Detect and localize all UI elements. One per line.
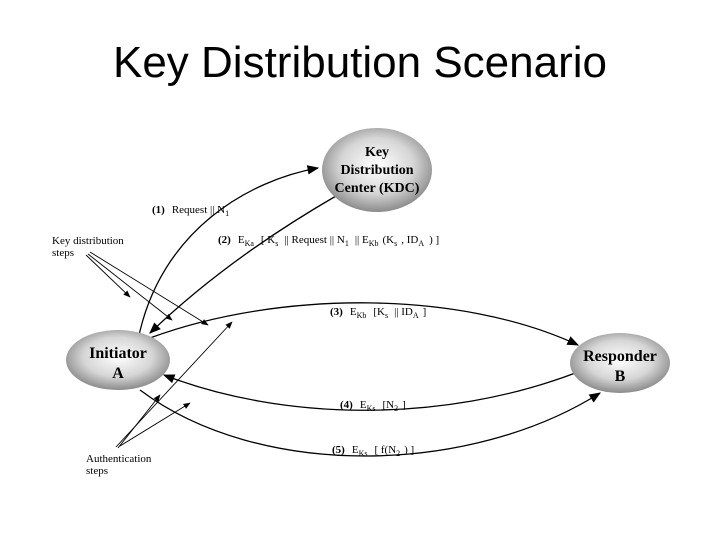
initiator-label-line2: A: [112, 365, 124, 382]
initiator-label-line1: Initiator: [89, 345, 147, 362]
arrow-auth-reply: [139, 389, 601, 457]
key-distribution-label-line1: Key distribution: [52, 235, 124, 247]
node-responder: Responder B: [570, 333, 670, 393]
pointer-line: [119, 402, 191, 447]
kdc-label-line2: Distribution: [340, 163, 413, 178]
kdc-label-line1: Key: [365, 145, 389, 160]
key-distribution-label-line2: steps: [52, 247, 74, 259]
pointer-line: [89, 251, 209, 326]
arrow-ticket: [149, 302, 580, 346]
kdc-label-line3: Center (KDC): [335, 181, 420, 196]
arrow-kdc-response: [149, 195, 337, 334]
message-4-label: (4) EKs [N2 ]: [340, 395, 406, 415]
message-5-label: (5) EKs [ f(N2 ) ]: [332, 440, 414, 460]
message-1-label: (1) Request || N1: [152, 200, 229, 218]
arrow-request: [137, 165, 320, 341]
message-3-label: (3) EKb [Ks || IDA ]: [330, 302, 426, 322]
node-initiator: Initiator A: [66, 330, 170, 390]
pointer-line: [87, 253, 173, 321]
authentication-label-line1: Authentication: [86, 453, 152, 465]
authentication-label-line2: steps: [86, 465, 108, 477]
pointer-line: [115, 321, 233, 448]
responder-label-line2: B: [615, 368, 626, 385]
slide-title: Key Distribution Scenario: [112, 38, 607, 87]
responder-label-line1: Responder: [583, 348, 657, 365]
pointer-line: [117, 394, 161, 449]
pointer-line: [85, 254, 131, 298]
arrow-nonce: [162, 371, 579, 411]
node-kdc: Key Distribution Center (KDC): [322, 128, 432, 212]
message-2-label: (2) EKa [ Ks || Request || N1 || EKb (Ks…: [218, 230, 439, 250]
